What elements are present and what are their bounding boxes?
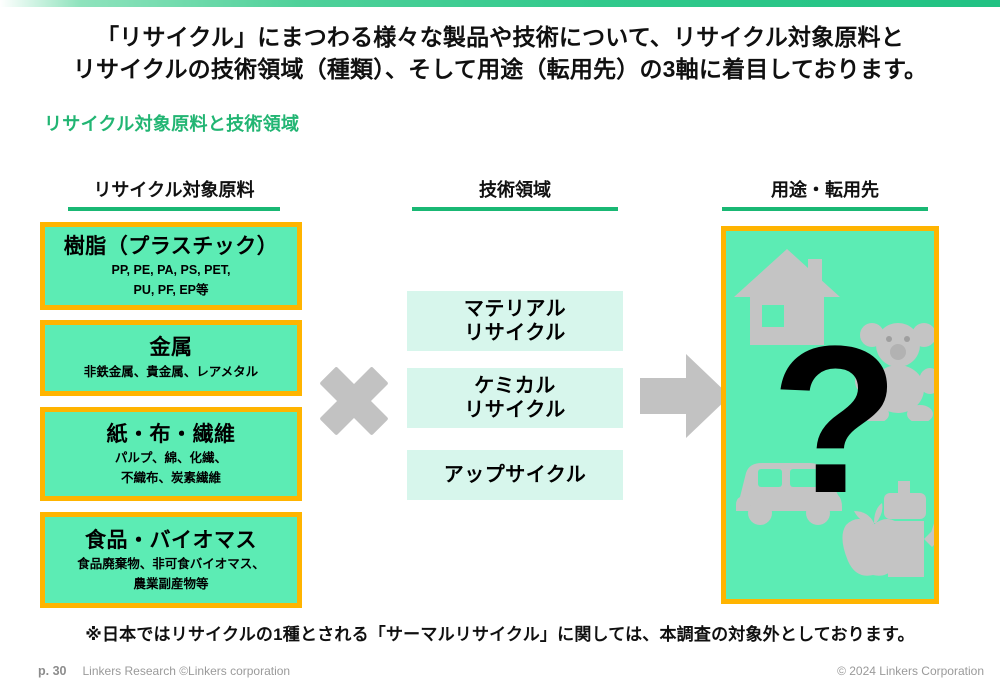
page-title: 「リサイクル」にまつわる様々な製品や技術について、リサイクル対象原料と リサイク… [0, 22, 1000, 85]
technology-card: アップサイクル [407, 450, 623, 500]
material-card-sub-1: PP, PE, PA, PS, PET, [111, 262, 231, 277]
footer-copyright: © 2024 Linkers Corporation [837, 664, 984, 678]
technology-card-line-2: リサイクル [464, 399, 566, 421]
footer-left: p. 30 Linkers Research ©Linkers corporat… [38, 664, 290, 678]
column-header-materials-rule [68, 207, 280, 211]
material-card-sub-2: PU, PF, EP等 [133, 282, 209, 297]
technology-card-line-1: マテリアル [463, 297, 567, 320]
technology-card-label: ケミカル リサイクル [464, 374, 566, 423]
top-accent-bar [0, 0, 1000, 7]
material-card-sub-2: 農業副産物等 [133, 576, 209, 591]
page-number: p. 30 [38, 664, 67, 678]
material-card: 食品・バイオマス 食品廃棄物、非可食バイオマス、 農業副産物等 [40, 512, 302, 608]
technology-card-line-1: アップサイクル [443, 463, 587, 486]
teddy-bear-icon [854, 319, 934, 423]
column-header-use-label: 用途・転用先 [771, 180, 879, 200]
column-header-materials-label: リサイクル対象原料 [93, 180, 255, 200]
material-card-name: 金属 [149, 336, 193, 360]
technology-card: ケミカル リサイクル [407, 368, 623, 428]
column-header-technology: 技術領域 [412, 176, 618, 211]
material-card: 紙・布・繊維 パルプ、綿、化繊、 不織布、炭素繊維 [40, 407, 302, 501]
footnote: ※日本ではリサイクルの1種とされる「サーマルリサイクル」に関しては、本調査の対象… [85, 625, 915, 644]
material-card-sub-1: パルプ、綿、化繊、 [114, 450, 228, 465]
car-icon [732, 445, 844, 527]
material-card-sub-2: 不織布、炭素繊維 [120, 470, 221, 485]
material-card: 樹脂（プラスチック） PP, PE, PA, PS, PET, PU, PF, … [40, 222, 302, 310]
column-header-technology-rule [412, 207, 618, 211]
footer-credit: Linkers Research ©Linkers corporation [82, 664, 291, 678]
material-card: 金属 非鉄金属、貴金属、レアメタル [40, 320, 302, 396]
material-card-sub-1: 非鉄金属、貴金属、レアメタル [83, 364, 259, 379]
headline-line-2: リサイクルの技術領域（種類）、そして用途（転用先）の3軸に着目しております。 [72, 55, 928, 82]
material-card-name: 食品・バイオマス [85, 528, 257, 552]
column-header-use: 用途・転用先 [722, 176, 928, 211]
headline-line-1: 「リサイクル」にまつわる様々な製品や技術について、リサイクル対象原料と [96, 24, 904, 50]
column-header-technology-label: 技術領域 [479, 180, 551, 200]
technology-card-label: マテリアル リサイクル [464, 297, 566, 346]
use-destination-panel: ? [721, 226, 939, 604]
section-subtitle: リサイクル対象原料と技術領域 [44, 114, 300, 134]
material-card-name: 樹脂（プラスチック） [63, 234, 279, 258]
technology-card-line-2: リサイクル [464, 322, 566, 344]
technology-card-line-1: ケミカル [474, 374, 556, 397]
robot-icon [874, 481, 934, 585]
column-header-use-rule [722, 207, 928, 211]
technology-card: マテリアル リサイクル [407, 291, 623, 351]
multiply-x-icon [318, 365, 390, 437]
column-header-materials: リサイクル対象原料 [68, 176, 280, 211]
material-card-name: 紙・布・繊維 [106, 422, 236, 446]
question-mark: ? [770, 302, 900, 537]
house-icon [732, 241, 842, 351]
material-card-sub-1: 食品廃棄物、非可食バイオマス、 [77, 556, 265, 571]
right-arrow-icon [640, 352, 730, 440]
